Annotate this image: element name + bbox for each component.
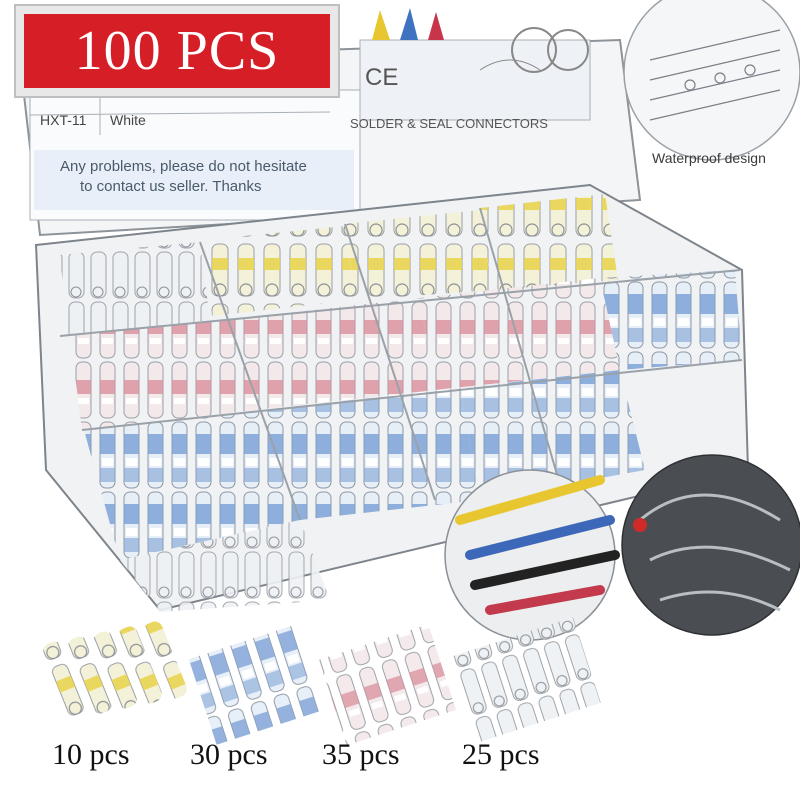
- banner-background: 100 PCS: [24, 14, 330, 88]
- sheet-note-line1: Any problems, please do not hesitate: [60, 158, 307, 175]
- ce-mark: CE: [365, 64, 399, 91]
- quantity-banner: 100 PCS: [14, 4, 340, 98]
- waterproof-callout: Waterproof design: [652, 150, 766, 166]
- count-label-red: 35 pcs: [322, 738, 400, 771]
- brand-caption: SOLDER & SEAL CONNECTORS: [350, 116, 548, 131]
- sheet-row-color: White: [110, 112, 146, 128]
- sheet-row-code: HXT-11: [40, 112, 87, 128]
- count-label-yellow: 10 pcs: [52, 738, 130, 771]
- count-label-clear: 25 pcs: [462, 738, 540, 771]
- banner-text: 100 PCS: [74, 20, 280, 82]
- count-label-blue: 30 pcs: [190, 738, 268, 771]
- sheet-note-line2: to contact us seller. Thanks: [80, 178, 262, 195]
